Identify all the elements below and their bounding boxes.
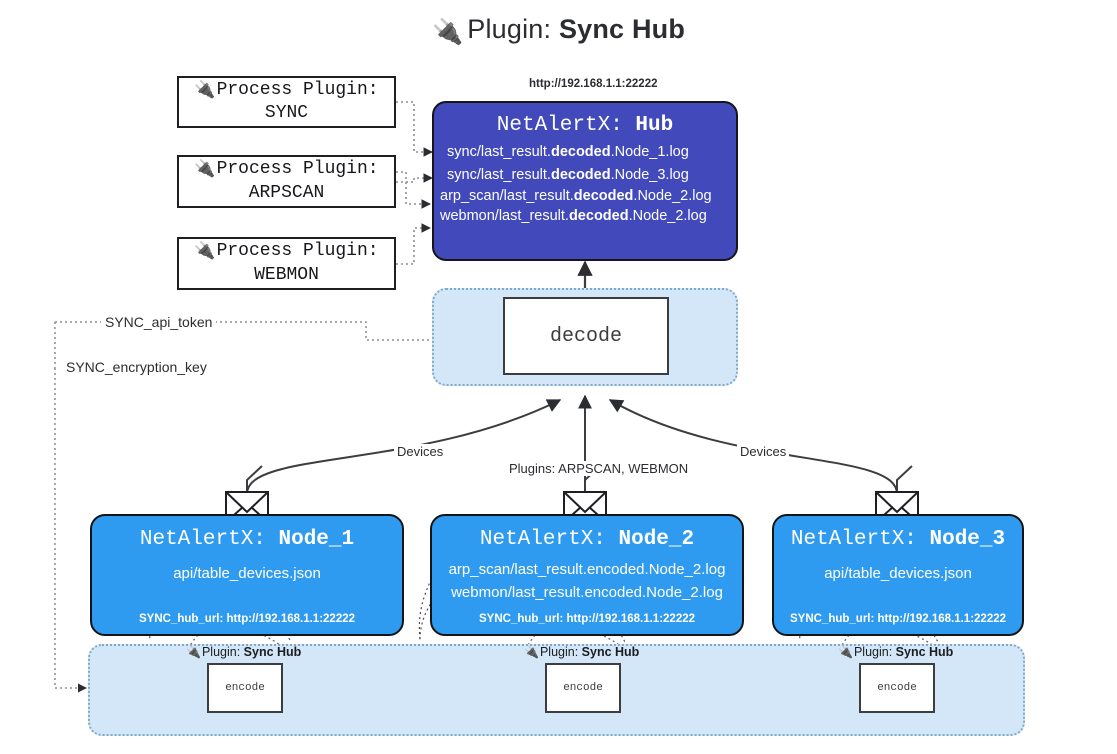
hub-log-row: webmon/last_result.decoded.Node_2.log (440, 208, 707, 224)
plug-icon: 🔌 (194, 79, 216, 100)
node-title: NetAlertX: Node_1 (139, 528, 355, 551)
process-plugin-label: Process Plugin: (216, 159, 379, 180)
edge-label-plugins-mid: Plugins: ARPSCAN, WEBMON (506, 461, 692, 476)
node-resource-line: webmon/last_result.encoded.Node_2.log (451, 584, 723, 601)
encode-box-1[interactable]: encode (207, 663, 283, 713)
process-plugin-name: WEBMON (254, 264, 319, 285)
node-resource-line: api/table_devices.json (824, 565, 972, 582)
plug-icon: 🔌 (524, 645, 539, 659)
node-resource-line: arp_scan/last_result.encoded.Node_2.log (448, 561, 726, 578)
hub-log-row: sync/last_result.decoded.Node_1.log (447, 144, 689, 160)
node-hub-url: SYNC_hub_url: http://192.168.1.1:22222 (478, 613, 696, 625)
encode-box-2[interactable]: encode (545, 663, 621, 713)
encoder-plugin-label-1: 🔌Plugin: Sync Hub (186, 645, 302, 659)
hub-url-label: http://192.168.1.1:22222 (529, 78, 658, 90)
plug-icon: 🔌 (194, 159, 216, 180)
sync-api-token-label: SYNC_api_token (101, 314, 217, 330)
hub-node[interactable]: NetAlertX: Hub sync/last_result.decoded.… (432, 101, 738, 261)
decode-box[interactable]: decode (503, 297, 669, 375)
process-plugin-label: Process Plugin: (216, 241, 379, 262)
hub-log-row: sync/last_result.decoded.Node_3.log (447, 167, 689, 183)
edge-label-devices-right: Devices (737, 444, 790, 459)
hub-log-row: arp_scan/last_result.decoded.Node_2.log (440, 188, 712, 204)
process-plugin-name: ARPSCAN (248, 182, 325, 203)
node-resource-line: api/table_devices.json (173, 565, 321, 582)
process-plugin-box-webmon[interactable]: 🔌Process Plugin: WEBMON (177, 237, 396, 290)
process-plugin-box-arpscan[interactable]: 🔌Process Plugin: ARPSCAN (177, 155, 396, 208)
encoder-plugin-label-2: 🔌Plugin: Sync Hub (524, 645, 640, 659)
plug-icon: 🔌 (186, 645, 201, 659)
plug-icon: 🔌 (431, 18, 464, 46)
hub-title: NetAlertX: Hub (496, 114, 674, 137)
page-title-lead: Plugin: (467, 14, 559, 44)
page-title: 🔌Plugin: Sync Hub (0, 14, 1117, 46)
process-plugin-name: SYNC (264, 103, 309, 123)
node-card-2[interactable]: NetAlertX: Node_2 arp_scan/last_result.e… (430, 514, 744, 636)
encode-box-3[interactable]: encode (859, 663, 935, 713)
sync-encryption-key-label: SYNC_encryption_key (62, 359, 211, 375)
node-hub-url: SYNC_hub_url: http://192.168.1.1:22222 (789, 613, 1007, 625)
node-title: NetAlertX: Node_3 (790, 528, 1006, 551)
plug-icon: 🔌 (194, 241, 216, 262)
edge-label-devices-left: Devices (394, 444, 447, 459)
node-hub-url: SYNC_hub_url: http://192.168.1.1:22222 (138, 613, 356, 625)
process-plugin-box-sync[interactable]: 🔌Process Plugin: SYNC (177, 76, 396, 128)
node-card-1[interactable]: NetAlertX: Node_1 api/table_devices.json… (90, 514, 404, 636)
process-plugin-label: Process Plugin: (216, 79, 379, 100)
plug-icon: 🔌 (838, 645, 853, 659)
node-title: NetAlertX: Node_2 (479, 528, 695, 551)
page-title-name: Sync Hub (558, 14, 686, 44)
node-card-3[interactable]: NetAlertX: Node_3 api/table_devices.json… (772, 514, 1024, 636)
encoder-plugin-label-3: 🔌Plugin: Sync Hub (838, 645, 954, 659)
